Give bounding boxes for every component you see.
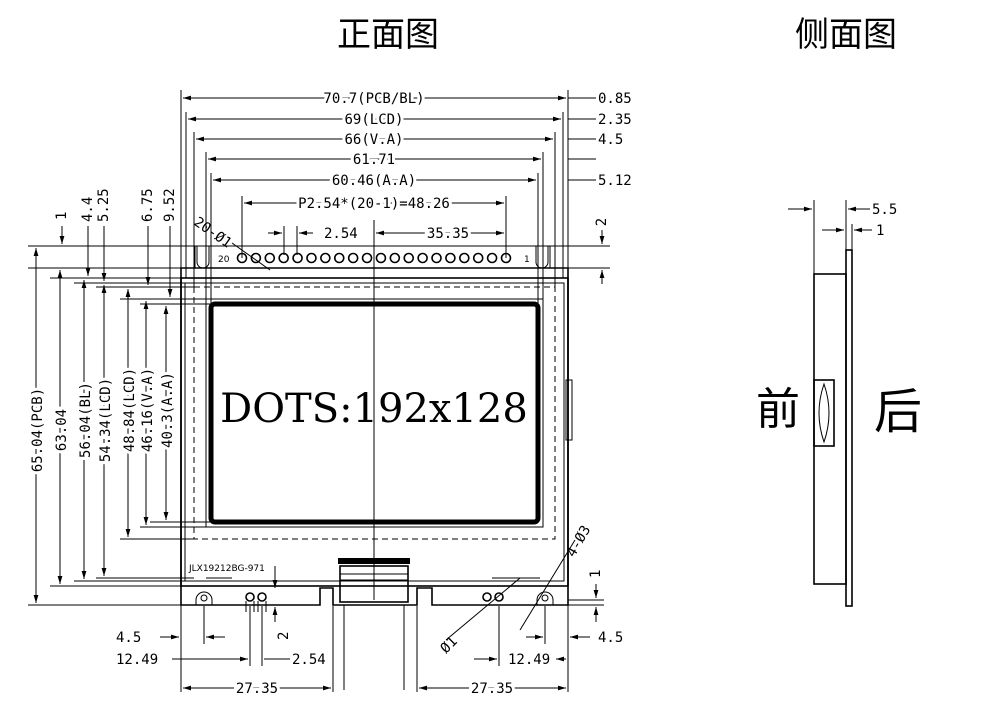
- dim-bottom-left-4-5: 4.5: [116, 630, 141, 646]
- dim-right-2-35: 2.35: [598, 112, 632, 128]
- pin-hole: [389, 252, 401, 264]
- pin-hole: [292, 252, 303, 264]
- dim-va-width: 66(V.A): [344, 132, 403, 148]
- dim-bl-height: 56.04(BL): [78, 382, 94, 458]
- dim-va-height: 46.16(V.A): [140, 368, 156, 452]
- pin-hole: [459, 252, 470, 264]
- dim-right-4-5: 4.5: [598, 132, 623, 148]
- side-front-label: 前: [756, 384, 800, 435]
- top-dimensions: 70.7(PCB/BL) 69(LCD) 66(V.A) 61.71 60.46…: [180, 88, 569, 304]
- pin-hole-bottom-callout: Ø1: [438, 634, 461, 657]
- pin-hole: [250, 252, 262, 264]
- left-dimensions: 1 4.4 5.25 6.75 9.52 65.04(PCB) 6: [27, 188, 211, 606]
- side-body: [813, 273, 847, 585]
- model-label: JLX19212BG-971: [188, 564, 265, 574]
- pin-hole: [264, 252, 276, 264]
- pin-hole: [320, 252, 331, 264]
- dim-bottom-right-4-5: 4.5: [598, 630, 623, 646]
- dim-bottom-left-27-35: 27.35: [236, 681, 278, 697]
- dim-pin-pitch: 2.54: [324, 226, 358, 242]
- pin-hole: [361, 252, 373, 264]
- pin-hole: [417, 252, 428, 264]
- dim-bottom-right-1: 1: [588, 570, 604, 578]
- dim-side-5-5: 5.5: [872, 202, 897, 218]
- side-view: 5.5 1 前 后: [756, 200, 922, 607]
- pin-hole: [486, 252, 498, 264]
- dim-bottom-vert-2: 2: [276, 632, 292, 640]
- side-connector: [813, 379, 835, 447]
- dim-aa-height: 40.3(A.A): [160, 372, 176, 448]
- dim-right-2: 2: [594, 218, 610, 226]
- dim-right-0-85: 0.85: [598, 91, 632, 107]
- side-pcb: [845, 249, 853, 607]
- pin-hole: [347, 252, 359, 264]
- side-back-label: 后: [874, 384, 922, 440]
- side-view-title: 侧面图: [795, 15, 897, 55]
- dim-lcd-48-84: 48.84(LCD): [122, 368, 138, 452]
- bottom-dimensions: 4.5 12.49 2.54 2 12.49 4.5 27.35 27.35: [116, 566, 623, 700]
- dim-left-5-25: 5.25: [96, 188, 112, 222]
- dim-left-6-75: 6.75: [140, 188, 156, 222]
- dim-left-1: 1: [54, 212, 70, 220]
- pin-hole: [472, 252, 484, 264]
- dim-pcb-height: 65.04(PCB): [30, 388, 46, 472]
- fpc-connector: [339, 565, 409, 603]
- pin-hole: [445, 252, 456, 264]
- dim-bottom-right-27-35: 27.35: [471, 681, 513, 697]
- pin-first-label: 20: [218, 255, 230, 265]
- dim-63-04: 63.04: [54, 409, 70, 451]
- front-view-title: 正面图: [337, 15, 439, 55]
- pin-holes: [236, 252, 512, 264]
- pin-hole: [403, 252, 415, 264]
- dim-right-5-12: 5.12: [598, 173, 632, 189]
- pin-hole: [333, 252, 345, 264]
- pin-hole: [431, 252, 442, 264]
- pin-last-label: 1: [524, 255, 530, 265]
- dim-lcd-54-34: 54.34(LCD): [98, 378, 114, 462]
- dim-lcd-width: 69(LCD): [344, 112, 403, 128]
- dim-61-71: 61.71: [353, 152, 395, 168]
- dim-bottom-right-12-49: 12.49: [508, 652, 550, 668]
- dim-left-9-52: 9.52: [162, 188, 178, 222]
- dim-left-4-4: 4.4: [80, 197, 96, 222]
- pin-hole: [306, 252, 317, 264]
- pin-hole: [375, 252, 387, 264]
- dim-pin-span: P2.54*(20-1)=48.26: [298, 196, 450, 212]
- dim-bottom-pitch: 2.54: [292, 652, 326, 668]
- dim-bottom-left-12-49: 12.49: [116, 652, 158, 668]
- front-view: DOTS:192x128 20 1 JLX19212BG-971: [180, 220, 573, 690]
- dim-pin-offset: 35.35: [427, 226, 469, 242]
- dim-aa-width: 60.46(A.A): [332, 173, 416, 189]
- dim-side-1: 1: [876, 223, 884, 239]
- right-dimensions: 0.85 2.35 4.5 5.12 2: [568, 91, 632, 284]
- dim-pcb-width: 70.7(PCB/BL): [323, 91, 424, 107]
- fpc-band: [338, 558, 410, 564]
